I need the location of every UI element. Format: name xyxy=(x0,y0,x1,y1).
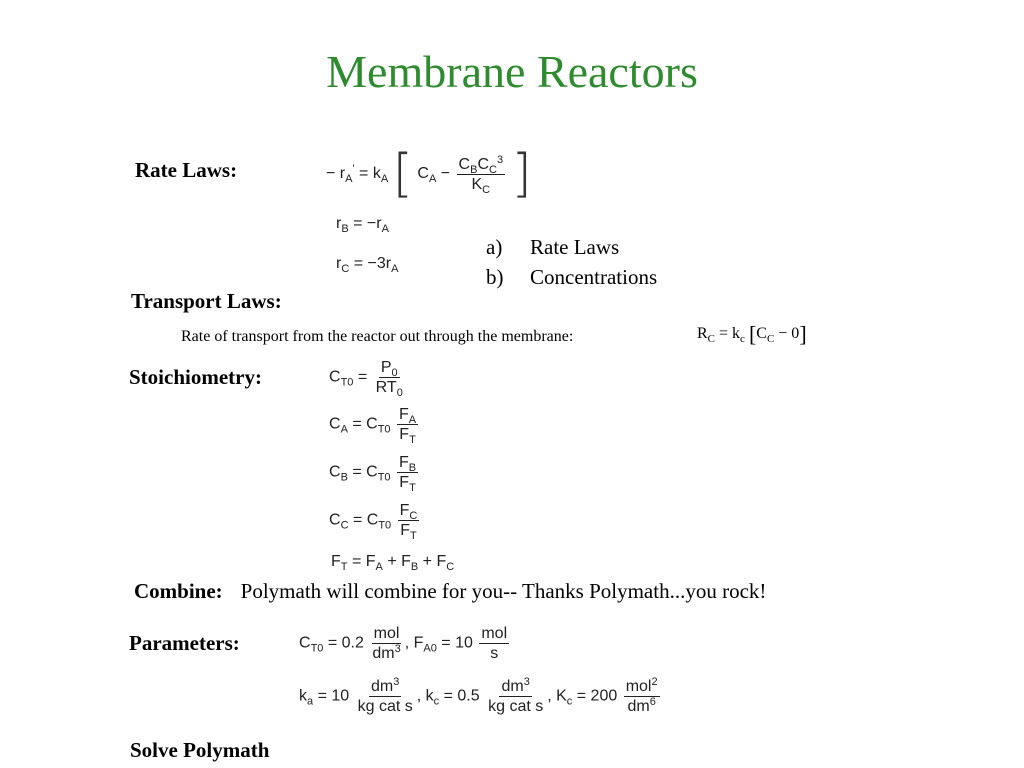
rate-law-b-equation: rB = −rA xyxy=(336,215,389,235)
rate-law-fraction: CBCC3 KC xyxy=(456,153,506,196)
transport-description: Rate of transport from the reactor out t… xyxy=(181,328,574,345)
rate-law-a-equation: − rA' = kA [ CA − CBCC3 KC ] xyxy=(326,144,532,204)
combine-label: Combine: xyxy=(134,579,223,603)
solve-polymath-label: Solve Polymath xyxy=(130,738,270,762)
slide-title: Membrane Reactors xyxy=(326,46,698,97)
steps-list: a) Rate Laws b) Concentrations xyxy=(486,234,657,290)
list-item: b) Concentrations xyxy=(486,265,658,289)
rate-laws-label: Rate Laws: xyxy=(135,158,238,182)
list-item: a) Rate Laws xyxy=(486,235,620,259)
combine-text: Polymath will combine for you-- Thanks P… xyxy=(240,579,767,603)
transport-laws-label: Transport Laws: xyxy=(131,289,282,313)
transport-equation: RC = kc [CC − 0] xyxy=(697,321,807,347)
rate-law-c-equation: rC = −3rA xyxy=(336,255,399,275)
stoich-ft-equation: FT = FA + FB + FC xyxy=(331,553,455,573)
stoichiometry-label: Stoichiometry: xyxy=(129,365,262,389)
combine-line: Combine: Polymath will combine for you--… xyxy=(134,578,766,604)
parameters-label: Parameters: xyxy=(129,631,240,655)
